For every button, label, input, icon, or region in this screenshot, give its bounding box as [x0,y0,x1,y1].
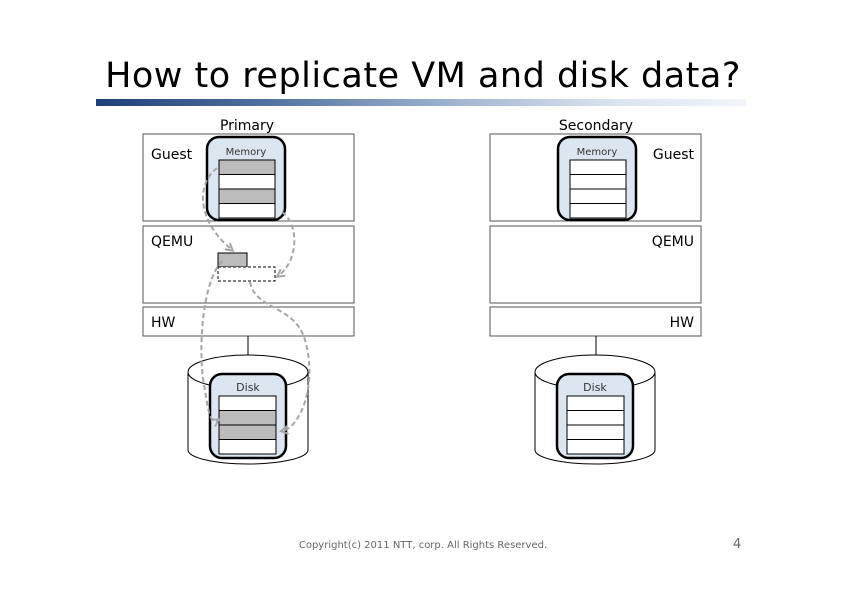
secondary-guest-label: Guest [653,147,695,163]
copyright-footer: Copyright(c) 2011 NTT, corp. All Rights … [298,540,548,551]
secondary-qemu-layer [489,225,702,304]
primary-memory-blocks [218,159,276,219]
primary-disk-block-clean [218,395,277,411]
arrow-memory-to-qemu [202,167,232,250]
secondary-disk-block-clean [566,395,625,411]
secondary-disk-block-clean [566,439,625,455]
primary-memory-block-dirty [218,159,276,175]
page-number: 4 [733,537,742,552]
arrow-memory-to-qemu-pending [278,211,296,276]
primary-disk-block-clean [218,439,277,455]
primary-hw-label: HW [151,315,176,331]
title-underline-bar [96,99,746,106]
primary-disk-block-dirty [218,424,277,440]
secondary-memory-block-clean [569,188,627,204]
primary-disk-block-dirty [218,410,277,426]
primary-memory-block-dirty [218,188,276,204]
primary-qemu-label: QEMU [151,234,193,250]
secondary-memory-blocks [569,159,627,219]
secondary-disk-block-clean [566,424,625,440]
secondary-hw-label: HW [670,315,695,331]
secondary-qemu-label: QEMU [652,234,694,250]
primary-memory-block-clean [218,174,276,190]
secondary-disk-blocks [566,395,625,455]
primary-hw-layer [142,306,355,337]
primary-disk-label: Disk [236,381,260,394]
secondary-memory-block-clean [569,174,627,190]
primary-memory-label: Memory [226,147,267,158]
qemu-buffer-dirty-block [217,252,248,268]
secondary-heading: Secondary [559,118,633,134]
qemu-buffer-pending-block [217,266,276,282]
primary-qemu-layer [142,225,355,304]
secondary-disk-label: Disk [583,381,607,394]
slide-title: How to replicate VM and disk data? [105,56,741,96]
secondary-disk-block-clean [566,410,625,426]
primary-heading: Primary [220,118,274,134]
arrow-qemu-to-disk-1 [200,260,223,421]
secondary-memory-block-clean [569,203,627,219]
primary-memory-block-clean [218,203,276,219]
secondary-host: Secondary Guest QEMU HW Memory Disk [489,118,702,465]
secondary-memory-block-clean [569,159,627,175]
primary-disk-blocks [218,395,277,455]
primary-guest-label: Guest [151,147,193,163]
secondary-memory-label: Memory [577,147,618,158]
arrow-qemu-to-disk-2 [249,281,311,431]
primary-host: Primary Guest QEMU HW Memory Disk [142,118,355,465]
